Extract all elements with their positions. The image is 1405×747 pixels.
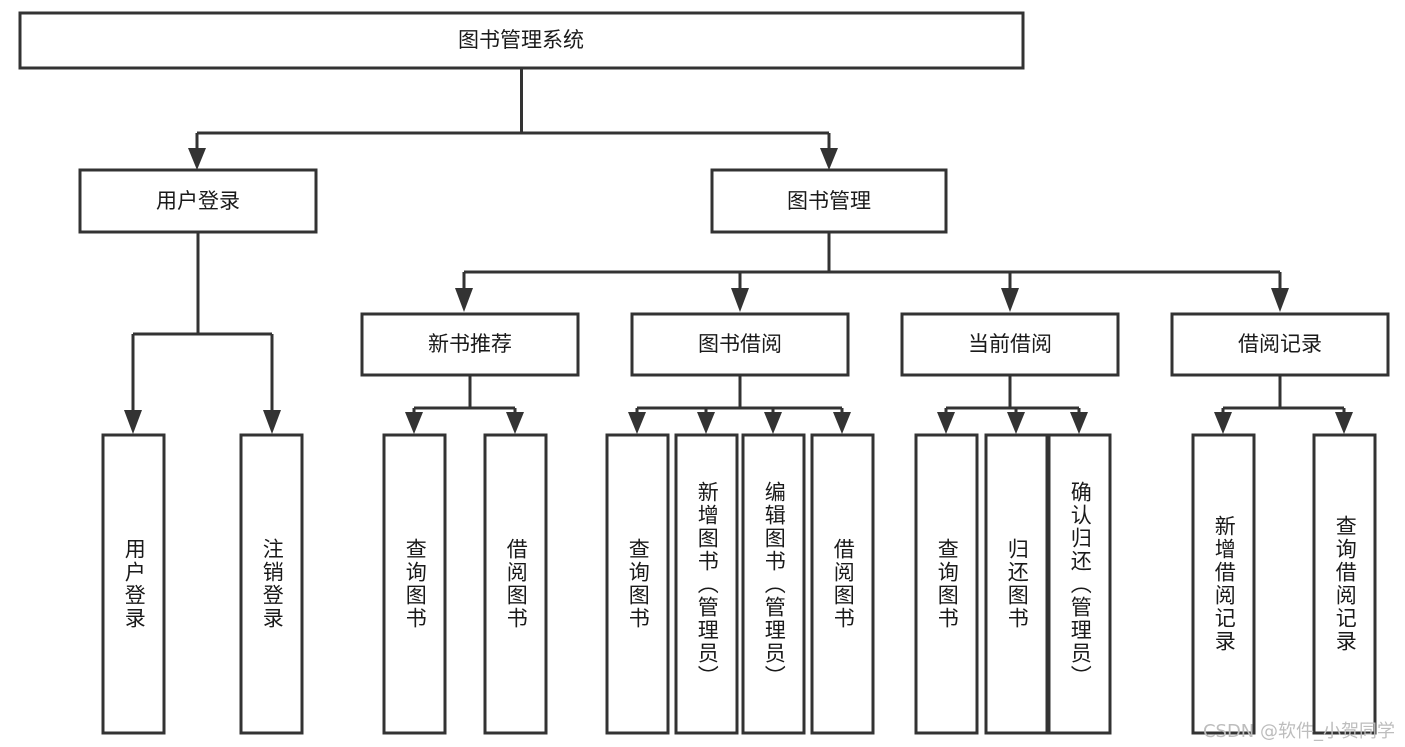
leaf-label: 确认归还（管理员） bbox=[1068, 480, 1093, 688]
node-book-borrow-label: 图书借阅 bbox=[698, 332, 782, 356]
arrow-head-icon bbox=[124, 410, 142, 434]
leaf-node[interactable]: 查询图书 bbox=[382, 433, 447, 735]
connector-book-management-to-level3 bbox=[455, 232, 1289, 312]
node-new-book-recommend-label: 新书推荐 bbox=[428, 332, 512, 356]
arrow-head-icon bbox=[1335, 412, 1353, 434]
leaf-label: 归还图书 bbox=[1005, 538, 1030, 630]
node-book-management-label: 图书管理 bbox=[787, 189, 871, 213]
arrow-head-icon bbox=[820, 148, 838, 170]
leaf-label: 查询图书 bbox=[403, 538, 428, 630]
leaf-node[interactable]: 借阅图书 bbox=[483, 433, 548, 735]
leaf-node[interactable]: 查询借阅记录 bbox=[1312, 433, 1377, 735]
leaf-node[interactable]: 确认归还（管理员） bbox=[1047, 433, 1112, 735]
connector-root-to-level2 bbox=[188, 68, 838, 170]
leaf-label: 借阅图书 bbox=[504, 538, 529, 630]
leaf-node[interactable]: 编辑图书（管理员） bbox=[741, 433, 806, 735]
node-book-management[interactable]: 图书管理 bbox=[710, 168, 948, 234]
arrow-head-icon bbox=[764, 412, 782, 434]
arrow-head-icon bbox=[1214, 412, 1232, 434]
arrow-head-icon bbox=[1001, 288, 1019, 312]
node-borrow-record[interactable]: 借阅记录 bbox=[1170, 312, 1390, 377]
node-user-login[interactable]: 用户登录 bbox=[78, 168, 318, 234]
arrow-head-icon bbox=[263, 410, 281, 434]
arrow-head-icon bbox=[455, 288, 473, 312]
connector-current-borrow-to-leaves bbox=[937, 375, 1088, 434]
leaf-label: 新增借阅记录 bbox=[1212, 515, 1237, 653]
arrow-head-icon bbox=[1271, 288, 1289, 312]
node-book-borrow[interactable]: 图书借阅 bbox=[630, 312, 850, 377]
leaf-label: 查询图书 bbox=[935, 538, 960, 630]
node-root-system-label: 图书管理系统 bbox=[458, 28, 584, 52]
node-current-borrow[interactable]: 当前借阅 bbox=[900, 312, 1120, 377]
leaf-node[interactable]: 查询图书 bbox=[605, 433, 670, 735]
connector-user-login-to-leaves bbox=[124, 232, 281, 434]
arrow-head-icon bbox=[1070, 412, 1088, 434]
node-root-system[interactable]: 图书管理系统 bbox=[18, 11, 1025, 70]
leaf-label: 查询借阅记录 bbox=[1333, 515, 1358, 653]
leaf-label: 用户登录 bbox=[122, 538, 147, 630]
leaf-label: 编辑图书（管理员） bbox=[762, 480, 787, 688]
node-current-borrow-label: 当前借阅 bbox=[968, 332, 1052, 356]
connector-borrow-record-to-leaves bbox=[1214, 375, 1353, 434]
leaf-label: 注销登录 bbox=[260, 538, 285, 630]
leaf-label: 查询图书 bbox=[626, 538, 651, 630]
leaf-node[interactable]: 借阅图书 bbox=[810, 433, 875, 735]
arrow-head-icon bbox=[506, 412, 524, 434]
arrow-head-icon bbox=[628, 412, 646, 434]
arrow-head-icon bbox=[697, 412, 715, 434]
leaf-node[interactable]: 注销登录 bbox=[239, 433, 304, 735]
arrow-head-icon bbox=[188, 148, 206, 170]
connector-new-book-to-leaves bbox=[405, 375, 524, 434]
leaf-node[interactable]: 新增图书（管理员） bbox=[674, 433, 739, 735]
node-borrow-record-label: 借阅记录 bbox=[1238, 332, 1322, 356]
arrow-head-icon bbox=[405, 412, 423, 434]
leaf-node[interactable]: 归还图书 bbox=[984, 433, 1049, 735]
leaf-label: 新增图书（管理员） bbox=[695, 480, 720, 688]
leaf-node[interactable]: 查询图书 bbox=[914, 433, 979, 735]
node-user-login-label: 用户登录 bbox=[156, 189, 240, 213]
leaf-label: 借阅图书 bbox=[831, 538, 856, 630]
arrow-head-icon bbox=[937, 412, 955, 434]
leaf-node[interactable]: 用户登录 bbox=[101, 433, 166, 735]
arrow-head-icon bbox=[833, 412, 851, 434]
arrow-head-icon bbox=[731, 288, 749, 312]
connector-book-borrow-to-leaves bbox=[628, 375, 851, 434]
leaf-node[interactable]: 新增借阅记录 bbox=[1191, 433, 1256, 735]
node-new-book-recommend[interactable]: 新书推荐 bbox=[360, 312, 580, 377]
arrow-head-icon bbox=[1007, 412, 1025, 434]
